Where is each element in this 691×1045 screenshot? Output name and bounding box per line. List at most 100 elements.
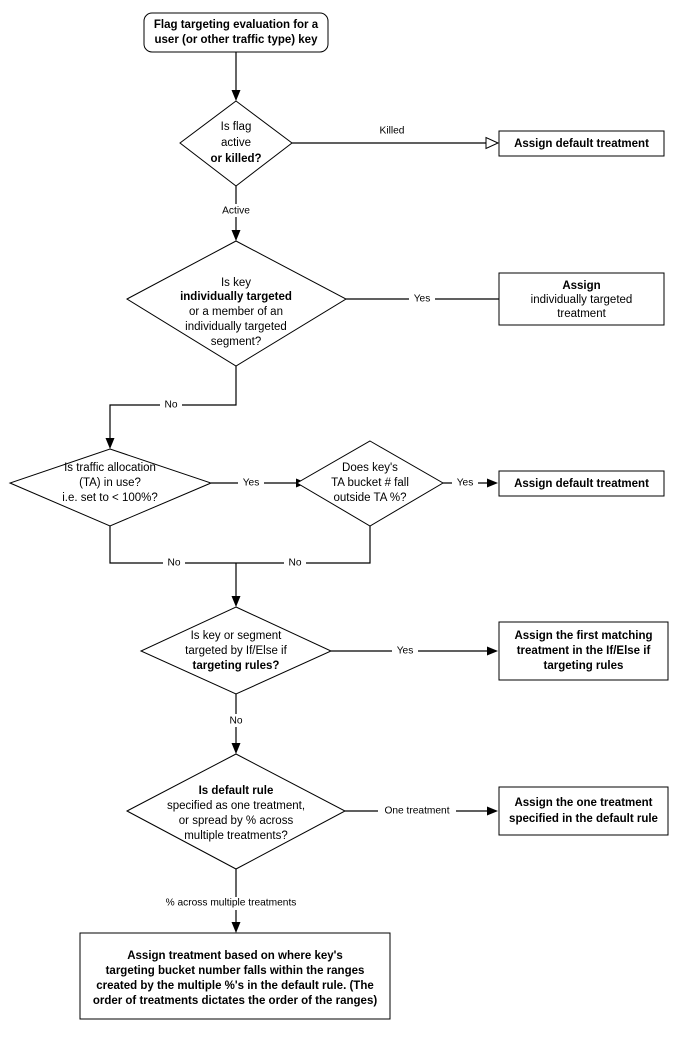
d5-line-3: targeting rules? bbox=[193, 660, 280, 672]
d1-shape bbox=[179, 100, 293, 187]
edge-label-d4-yes: Yes bbox=[457, 478, 474, 489]
edge-label-d5-yes: Yes bbox=[397, 646, 414, 657]
arrowhead-d6-r5 bbox=[487, 806, 498, 816]
edge-d3-no bbox=[109, 526, 236, 564]
arrowhead-junction-d5 bbox=[231, 596, 241, 607]
arrowhead-d5-r4 bbox=[487, 646, 498, 656]
label-bg-d5-no bbox=[225, 714, 247, 727]
d1-line-2: active bbox=[221, 137, 251, 149]
edge-label-killed: Killed bbox=[380, 126, 405, 137]
d1-line-3: or killed? bbox=[210, 153, 261, 165]
r6-line-2: targeting bucket number falls within the… bbox=[106, 965, 365, 977]
label-bg-d5-yes bbox=[392, 645, 418, 658]
r3-shape bbox=[498, 470, 665, 497]
label-bg-d6-one bbox=[378, 805, 456, 818]
r6-line-3: created by the multiple %'s in the defau… bbox=[96, 980, 374, 992]
arrowhead-d2-d3 bbox=[105, 438, 115, 449]
start-shape bbox=[143, 12, 329, 53]
d6-line-4: multiple treatments? bbox=[184, 830, 288, 842]
r4-line-3: targeting rules bbox=[544, 660, 624, 672]
r4-line-2: treatment in the If/Else if bbox=[517, 645, 651, 657]
d5-shape bbox=[139, 606, 333, 695]
r2-shape bbox=[498, 272, 665, 326]
edge-label-percent-across: % across multiple treatments bbox=[166, 898, 297, 909]
d2-line-5: segment? bbox=[211, 336, 262, 348]
edge-labels: Killed Active Yes No Yes Yes No No Yes N… bbox=[156, 124, 478, 910]
r1-shape bbox=[498, 130, 665, 157]
r1-line-1: Assign default treatment bbox=[514, 138, 649, 150]
node-assign-individually-targeted-treatment[interactable]: Assign individually targeted treatment bbox=[498, 272, 665, 326]
r4-shape bbox=[498, 621, 669, 681]
d6-line-2: specified as one treatment, bbox=[167, 800, 305, 812]
node-start[interactable]: Flag targeting evaluation for a user (or… bbox=[143, 12, 329, 53]
d4-shape bbox=[296, 440, 444, 527]
d2-shape bbox=[125, 240, 348, 367]
arrowhead-d5-d6 bbox=[231, 743, 241, 754]
edge-d4-no bbox=[236, 526, 371, 564]
d6-line-1: Is default rule bbox=[199, 785, 274, 797]
d2-line-3: or a member of an bbox=[189, 306, 283, 318]
d4-line-3: outside TA %? bbox=[333, 492, 406, 504]
node-decision-flag-active[interactable]: Is flag active or killed? bbox=[179, 100, 293, 187]
d6-shape bbox=[125, 753, 347, 870]
r2-line-1: Assign bbox=[562, 280, 600, 292]
r2-line-3: treatment bbox=[557, 308, 606, 320]
label-bg-d2-yes bbox=[409, 293, 435, 306]
node-assign-one-treatment[interactable]: Assign the one treatment specified in th… bbox=[498, 786, 669, 836]
d3-line-1: Is traffic allocation bbox=[64, 462, 156, 474]
arrowhead-start-d1 bbox=[231, 90, 241, 101]
node-assign-default-treatment-1[interactable]: Assign default treatment bbox=[498, 130, 665, 157]
node-decision-ta-bucket[interactable]: Does key's TA bucket # fall outside TA %… bbox=[296, 440, 444, 527]
node-decision-individually-targeted[interactable]: Is key individually targeted or a member… bbox=[125, 240, 348, 367]
r6-shape bbox=[79, 932, 391, 1020]
node-decision-ifelse-targeting-rules[interactable]: Is key or segment targeted by If/Else if… bbox=[139, 606, 333, 695]
edge-label-d2-yes: Yes bbox=[414, 294, 431, 305]
label-bg-d4-yes bbox=[452, 477, 478, 490]
d3-line-2: (TA) in use? bbox=[79, 477, 141, 489]
edge-label-active: Active bbox=[222, 206, 250, 217]
r6-line-4: order of treatments dictates the order o… bbox=[93, 995, 378, 1007]
d4-line-2: TA bucket # fall bbox=[331, 477, 409, 489]
node-decision-default-rule[interactable]: Is default rule specified as one treatme… bbox=[125, 753, 347, 870]
d5-line-2: targeted by If/Else if bbox=[185, 645, 287, 657]
r5-line-1: Assign the one treatment bbox=[514, 797, 652, 809]
node-assign-treatment-by-range[interactable]: Assign treatment based on where key's ta… bbox=[79, 932, 391, 1020]
r3-line-1: Assign default treatment bbox=[514, 478, 649, 490]
arrowhead-d4-r3 bbox=[487, 478, 498, 488]
r2-line-2: individually targeted bbox=[531, 294, 633, 306]
r6-line-1: Assign treatment based on where key's bbox=[127, 950, 343, 962]
label-bg-active bbox=[217, 204, 255, 217]
d6-line-3: or spread by % across bbox=[179, 815, 294, 827]
d2-line-1: Is key bbox=[221, 277, 251, 289]
edge-label-d4-no: No bbox=[288, 558, 301, 569]
edge-label-one-treatment: One treatment bbox=[384, 806, 449, 817]
edge-label-d3-yes: Yes bbox=[243, 478, 260, 489]
start-line-1: Flag targeting evaluation for a bbox=[154, 19, 319, 31]
d5-line-1: Is key or segment bbox=[191, 630, 283, 642]
label-bg-d3-yes bbox=[238, 477, 264, 490]
d1-line-1: Is flag bbox=[221, 121, 252, 133]
d2-line-4: individually targeted bbox=[185, 321, 287, 333]
arrowhead-d1-r1 bbox=[485, 136, 500, 150]
d4-line-1: Does key's bbox=[342, 462, 398, 474]
r5-line-2: specified in the default rule bbox=[509, 813, 658, 825]
label-bg-d3-no bbox=[163, 557, 185, 570]
label-bg-d4-no bbox=[284, 557, 306, 570]
edge-label-d3-no: No bbox=[167, 558, 180, 569]
start-line-2: user (or other traffic type) key bbox=[155, 34, 319, 46]
arrowhead-d6-r6 bbox=[231, 922, 241, 933]
label-bg-killed bbox=[374, 124, 410, 137]
node-assign-first-matching-treatment[interactable]: Assign the first matching treatment in t… bbox=[498, 621, 669, 681]
d2-line-2: individually targeted bbox=[180, 291, 292, 303]
r5-shape bbox=[498, 786, 669, 836]
node-assign-default-treatment-2[interactable]: Assign default treatment bbox=[498, 470, 665, 497]
node-decision-traffic-allocation[interactable]: Is traffic allocation (TA) in use? i.e. … bbox=[8, 448, 213, 527]
label-bg-d6-pct bbox=[156, 897, 306, 910]
edge-label-d2-no: No bbox=[164, 400, 177, 411]
d3-line-3: i.e. set to < 100%? bbox=[62, 492, 158, 504]
edge-label-d5-no: No bbox=[229, 716, 242, 727]
arrowhead-d1-d2 bbox=[231, 230, 241, 241]
d3-shape bbox=[8, 448, 213, 527]
